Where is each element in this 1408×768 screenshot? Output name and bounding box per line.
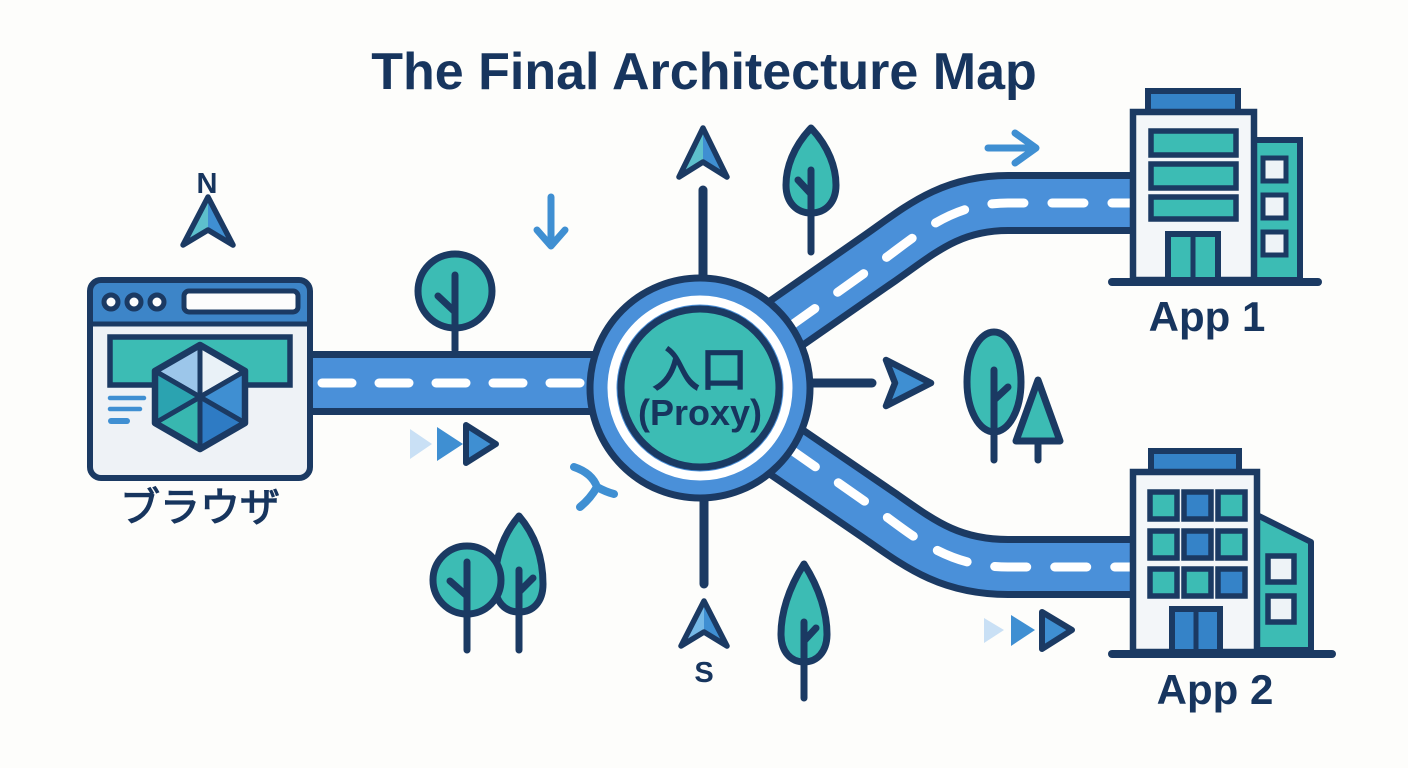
window-icon [1260,229,1289,258]
arrow-down-icon [533,193,569,250]
roundabout-proxy-icon: 入口 (Proxy) [586,274,814,502]
window-icon [1215,566,1248,599]
road-proxy-to-app2 [698,378,1140,598]
window-icon [1181,566,1214,599]
chevron-triad-southeast-icon [984,609,1075,652]
tree-teardrop-top-icon [782,124,840,256]
window-band [1148,128,1239,158]
compass-south-letter: S [694,657,713,689]
proxy-white-ring [607,295,793,481]
compass-south-arrow-icon [678,598,730,649]
window-band [1148,194,1239,222]
tree-round-left-icon [414,250,496,354]
apartment-building-app2-icon [1108,448,1336,658]
window-dot-icon [147,292,167,312]
window-band [1148,161,1239,191]
address-bar[interactable] [181,288,301,315]
window-icon [1147,528,1180,561]
browser-frame [87,277,313,481]
window-icon [1147,566,1180,599]
window-icon [1215,528,1248,561]
window-icon [1265,593,1297,625]
tree-leaf-south-icon [777,560,831,702]
chevron-triad-west-icon [410,422,499,466]
window-icon [1215,489,1248,522]
app1-label: App 1 [1149,293,1266,340]
page-title: The Final Architecture Map [371,43,1037,101]
proxy-label: 入口 [652,344,748,397]
branch-mark-icon [570,463,618,511]
play-arrow-east-icon [882,356,935,410]
road-centerline [735,198,1138,367]
window-icon [1181,489,1214,522]
compass-north: N [180,168,236,248]
compass-north-arrow-icon [180,194,236,248]
app2-label: App 2 [1157,666,1274,713]
compass-north-letter: N [197,168,218,200]
tree-oval-east-icon [963,328,1025,464]
window-dot-icon [124,292,144,312]
window-icon [1265,553,1297,585]
arrow-right-icon [984,129,1040,167]
browser-window-icon [87,277,313,481]
window-icon [1147,489,1180,522]
tree-round-southwest-icon [429,542,505,654]
north-pointer-icon [676,125,730,180]
compass-south: S [678,598,730,689]
window-icon [1181,528,1214,561]
window-icon [1260,192,1289,221]
road-proxy-to-app1 [698,172,1140,398]
window-icon [1260,155,1289,184]
proxy-sublabel: (Proxy) [638,392,762,433]
office-building-app1-icon [1108,88,1322,286]
tree-pine-east-icon [1012,376,1064,464]
proxy-inner-circle [617,305,783,471]
window-dot-icon [101,292,121,312]
browser-label: ブラウザ [120,485,280,530]
hexagon-cube-logo-icon [151,341,249,453]
text-line-placeholder [107,395,147,412]
road-centerline [735,409,1138,572]
